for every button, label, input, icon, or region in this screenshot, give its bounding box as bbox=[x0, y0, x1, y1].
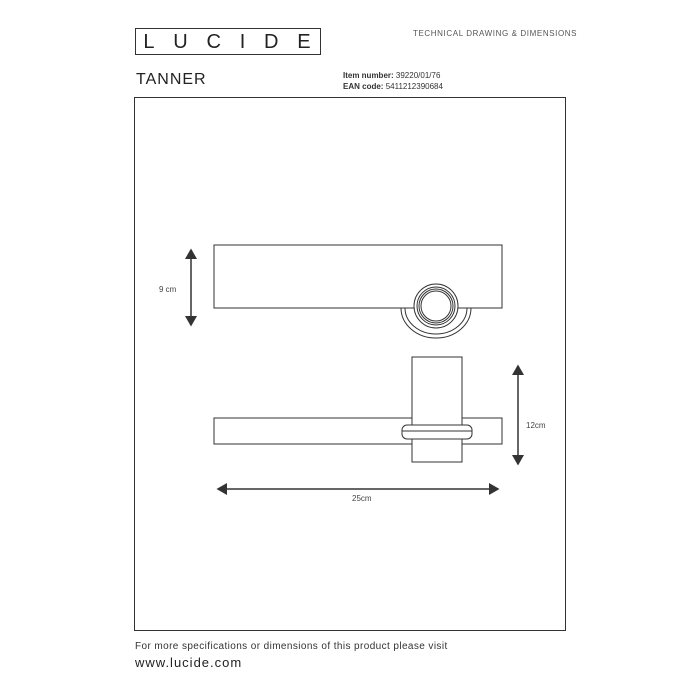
dimension-height-top: 9 cm bbox=[159, 285, 177, 294]
ean-label: EAN code: bbox=[343, 82, 384, 91]
side-view bbox=[213, 356, 503, 463]
logo-letter: D bbox=[264, 30, 281, 53]
item-number-label: Item number: bbox=[343, 71, 394, 80]
item-number: 39220/01/76 bbox=[395, 71, 441, 80]
top-view bbox=[213, 244, 503, 339]
dimension-height-side: 12cm bbox=[526, 421, 546, 430]
product-meta: Item number: 39220/01/76 EAN code: 54112… bbox=[343, 70, 443, 92]
logo-letter: C bbox=[206, 30, 223, 53]
brand-logo: L U C I D E bbox=[135, 29, 321, 55]
website-link[interactable]: www.lucide.com bbox=[135, 655, 243, 670]
logo-letter: E bbox=[297, 30, 313, 53]
brand-logo-frame bbox=[135, 28, 321, 55]
footer-note: For more specifications or dimensions of… bbox=[135, 641, 448, 652]
logo-letter: U bbox=[173, 30, 190, 53]
dimension-width: 25cm bbox=[352, 494, 372, 503]
ean-code: 5411212390684 bbox=[385, 82, 443, 91]
document-type: TECHNICAL DRAWING & DIMENSIONS bbox=[413, 29, 578, 38]
product-name: TANNER bbox=[136, 71, 207, 88]
logo-letter: I bbox=[239, 30, 248, 53]
logo-letter: L bbox=[143, 30, 157, 53]
drawing-frame bbox=[134, 97, 566, 631]
